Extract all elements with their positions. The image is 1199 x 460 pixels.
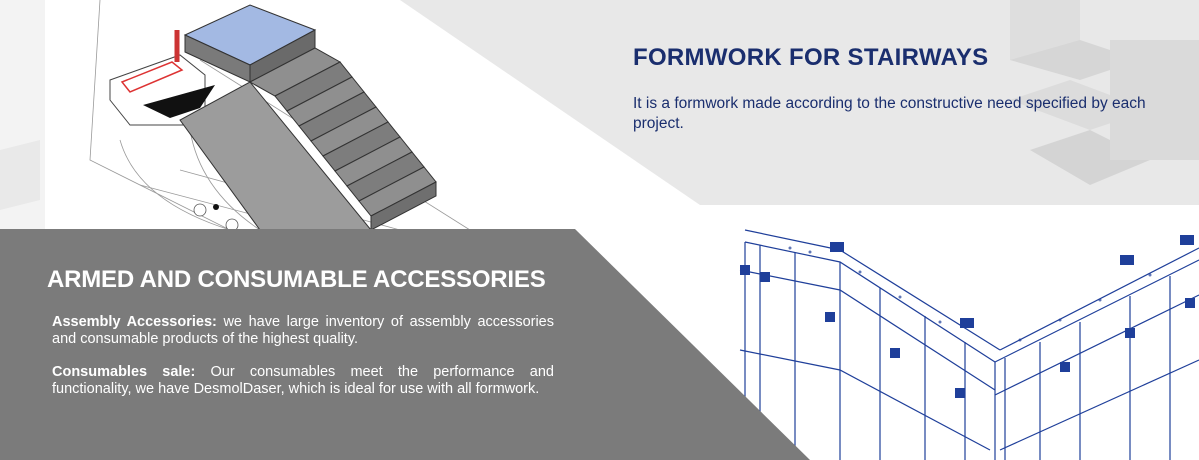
stairways-description: It is a formwork made according to the c… bbox=[633, 95, 1146, 132]
stairways-title: FORMWORK FOR STAIRWAYS bbox=[633, 44, 989, 71]
consumables-paragraph: Consumables sale: Our consumables meet t… bbox=[52, 364, 554, 398]
assembly-accessories-paragraph: Assembly Accessories: we have large inve… bbox=[52, 314, 554, 348]
stair-formwork-drawing bbox=[89, 0, 471, 239]
assembly-accessories-label: Assembly Accessories: bbox=[52, 314, 217, 330]
consumables-text: Our consumables meet the performance and… bbox=[52, 364, 554, 397]
consumables-label: Consumables sale: bbox=[52, 364, 196, 380]
wall-formwork-blueprint bbox=[739, 229, 1199, 460]
accessories-title: ARMED AND CONSUMABLE ACCESSORIES bbox=[47, 266, 546, 293]
assembly-accessories-text: we have large inventory of assembly acce… bbox=[52, 314, 555, 347]
